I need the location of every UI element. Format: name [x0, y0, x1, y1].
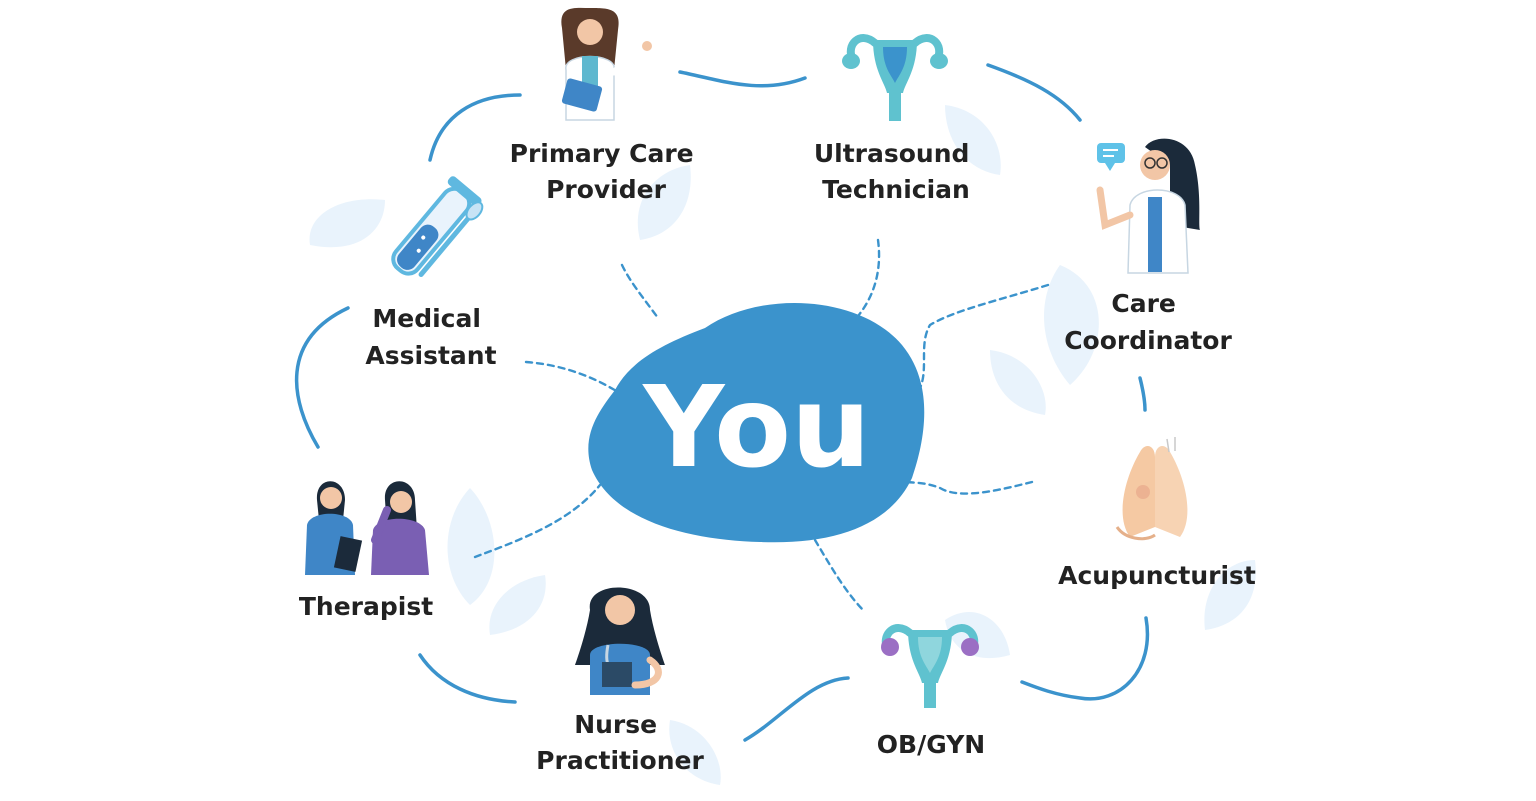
- center-label: You: [641, 363, 871, 493]
- label-ultrasound-technician: Ultrasound Technician: [814, 139, 978, 204]
- label-care-coordinator: Care Coordinator: [1064, 289, 1232, 355]
- therapist-patient-icon: [305, 481, 429, 575]
- doctor-pointing-icon: [561, 7, 652, 121]
- label-acupuncturist: Acupuncturist: [1058, 561, 1256, 590]
- label-nurse-practitioner: Nurse Practitioner: [536, 710, 704, 775]
- label-therapist: Therapist: [299, 592, 433, 621]
- doctor-chat-icon: [1096, 138, 1200, 274]
- center-blob: [588, 302, 925, 543]
- nurse-icon: [575, 587, 665, 695]
- label-primary-care-provider: Primary Care Provider: [510, 139, 703, 204]
- label-medical-assistant: Medical Assistant: [365, 304, 496, 370]
- test-tube-swab-icon: [391, 176, 484, 277]
- outer-connectors: [294, 63, 1150, 742]
- label-ob-gyn: OB/GYN: [877, 730, 985, 759]
- acupuncture-hand-icon: [1115, 437, 1188, 541]
- uterus-icon: [842, 34, 948, 121]
- uterus-icon: [881, 624, 979, 708]
